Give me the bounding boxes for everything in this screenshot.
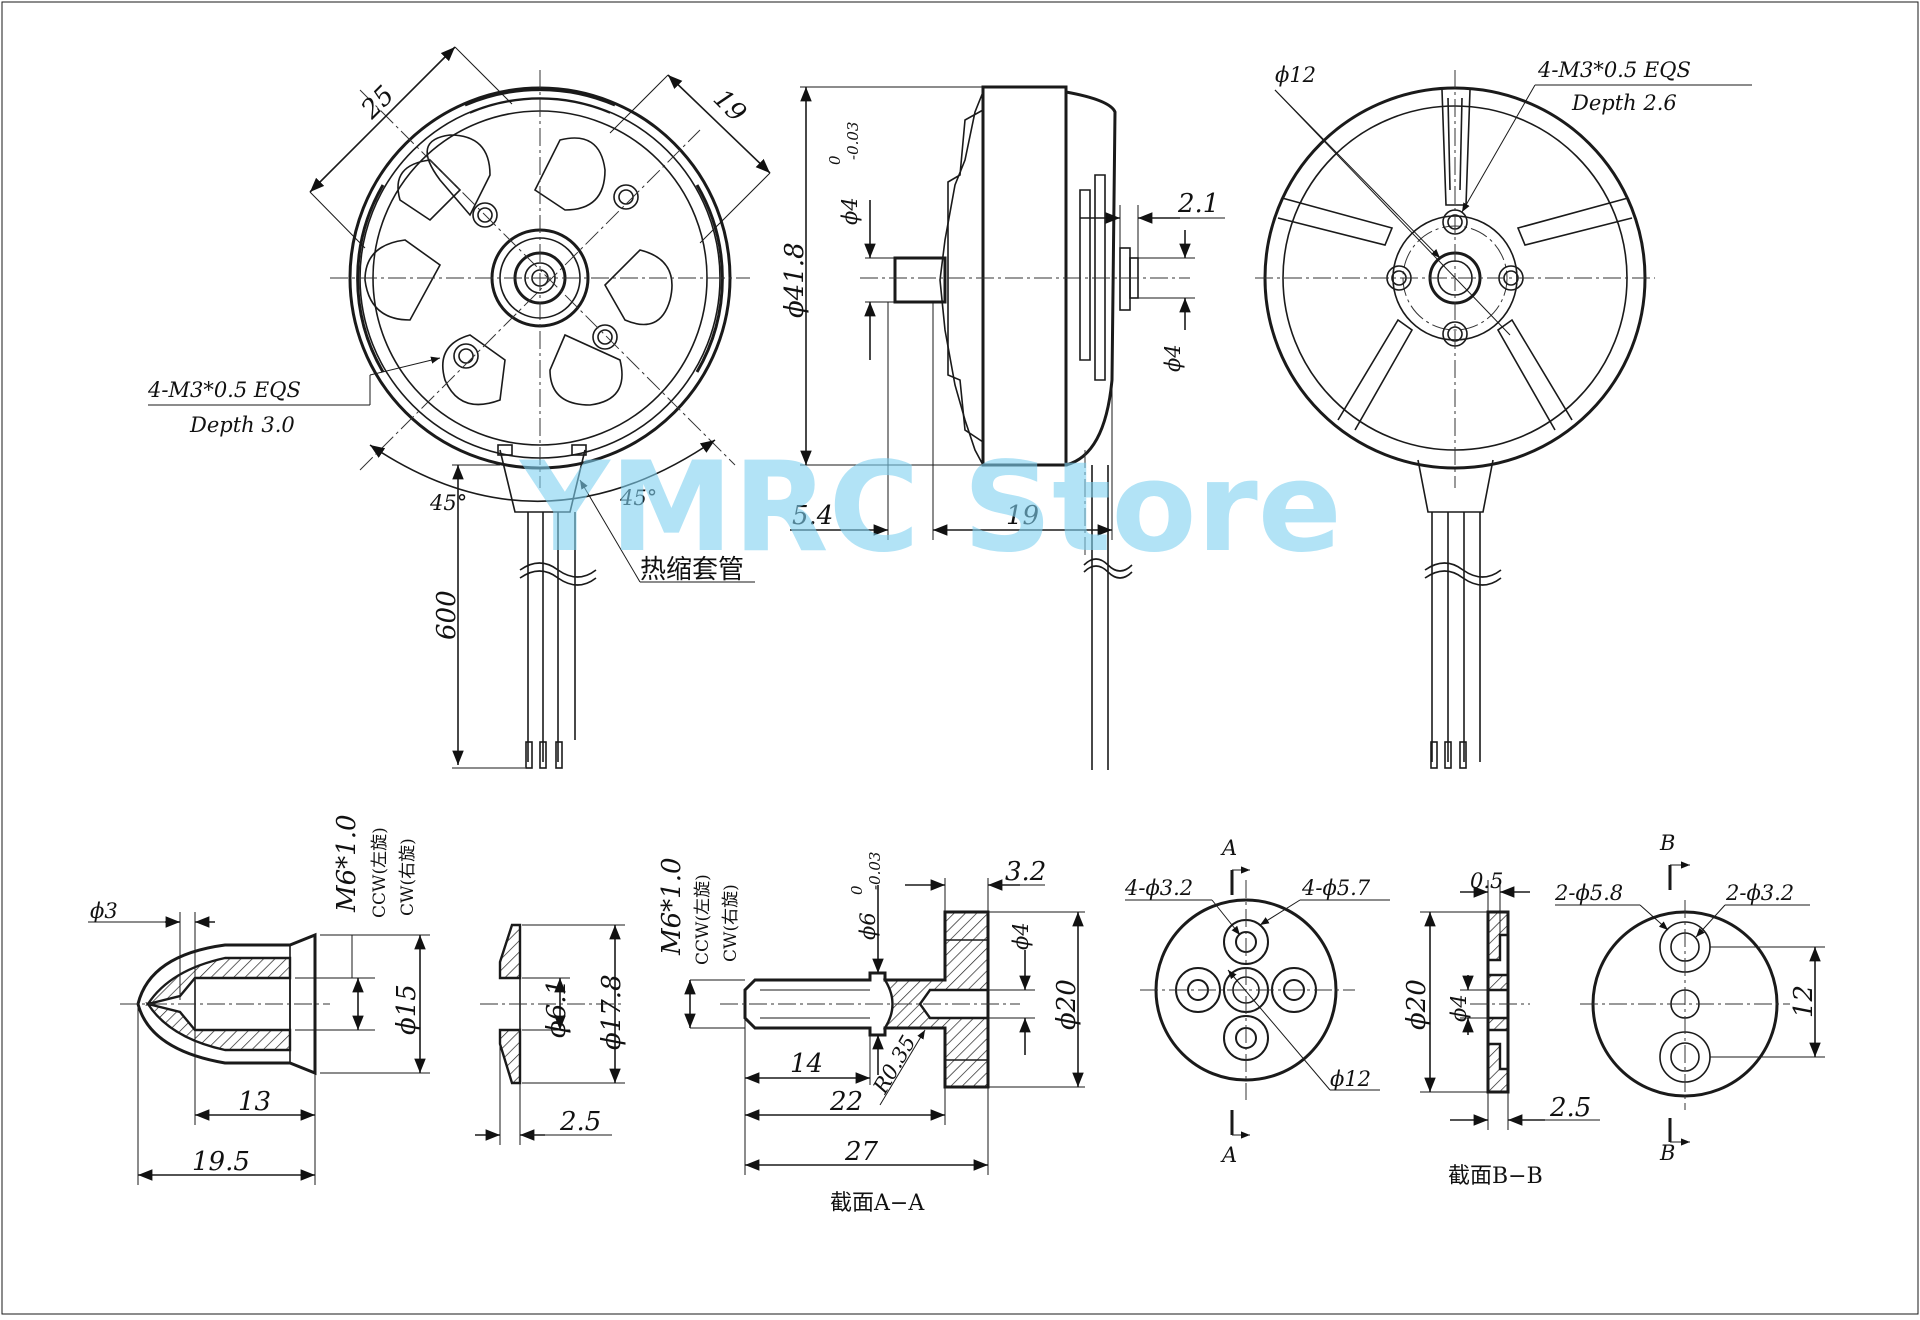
nut-ccw: CCW(左旋) bbox=[370, 827, 390, 918]
section-a-top: A bbox=[1220, 836, 1237, 860]
washer-dim-6-1: ϕ6.1 bbox=[542, 979, 572, 1038]
front-holes-depth: Depth 3.0 bbox=[189, 413, 295, 437]
front-holes-label: 4-M3*0.5 EQS bbox=[147, 378, 301, 402]
adapter-dim-27: 27 bbox=[844, 1137, 879, 1167]
plate-dim-20: ϕ20 bbox=[1402, 979, 1432, 1030]
watermark: YMRC Store bbox=[518, 436, 1342, 580]
nut-cw: CW(右旋) bbox=[398, 838, 418, 916]
adapter-ccw: CCW(左旋) bbox=[693, 874, 713, 965]
section-label-bb: 截面B−B bbox=[1448, 1164, 1543, 1189]
side-view: ϕ41.8 ϕ4 0 -0.03 2.1 ϕ4 5.4 19 bbox=[780, 85, 1225, 770]
adapter-dim-20: ϕ20 bbox=[1052, 979, 1082, 1030]
adapter-tol-lower: -0.03 bbox=[866, 852, 884, 890]
adapter-dim-14: 14 bbox=[790, 1049, 823, 1079]
dim-5-4: 5.4 bbox=[792, 501, 833, 531]
nut-dim-13: 13 bbox=[238, 1087, 271, 1117]
prop-adapter: M6*1.0 CCW(左旋) CW(右旋) ϕ6 0 -0.03 3.2 ϕ4 … bbox=[657, 852, 1085, 1216]
nut-dim-3: ϕ3 bbox=[90, 899, 118, 923]
rear-holes-label: 4-M3*0.5 EQS bbox=[1537, 58, 1691, 82]
dim-19-front: 19 bbox=[707, 84, 752, 129]
washer: ϕ6.1 ϕ17.8 2.5 bbox=[475, 923, 627, 1145]
angle-left: 45° bbox=[429, 491, 467, 515]
washer-dim-2-5: 2.5 bbox=[559, 1107, 601, 1137]
dim-phi4-right: ϕ4 bbox=[1161, 344, 1185, 372]
adapter-dim-6: ϕ6 bbox=[856, 912, 880, 940]
section-a-bottom: A bbox=[1220, 1143, 1237, 1167]
dim-2-1: 2.1 bbox=[1177, 189, 1219, 219]
adapter-cw: CW(右旋) bbox=[721, 884, 741, 962]
adapter-thread: M6*1.0 bbox=[657, 857, 687, 956]
angle-right: 45° bbox=[619, 486, 657, 510]
section-b-bottom: B bbox=[1659, 1141, 1675, 1165]
dim-19-side: 19 bbox=[1006, 501, 1039, 531]
adapter-dim-3-2: 3.2 bbox=[1005, 857, 1046, 887]
plate-dim-12: 12 bbox=[1789, 985, 1819, 1018]
dim-25: 25 bbox=[355, 80, 400, 125]
nut-thread: M6*1.0 bbox=[332, 814, 362, 913]
plate-holes-small: 2-ϕ3.2 bbox=[1725, 881, 1794, 905]
washer-dim-17-8: ϕ17.8 bbox=[597, 974, 627, 1050]
section-b-top: B bbox=[1659, 831, 1675, 855]
shaft-tol-upper: 0 bbox=[826, 155, 844, 165]
plate-dim-0-5: 0.5 bbox=[1470, 869, 1503, 893]
dim-600: 600 bbox=[432, 590, 462, 640]
rear-view: ϕ12 4-M3*0.5 EQS Depth 2.6 bbox=[1255, 58, 1752, 769]
plate-dim-2-5: 2.5 bbox=[1549, 1093, 1591, 1123]
nut-dim-15: ϕ15 bbox=[392, 984, 422, 1035]
adapter-holes-small: 4-ϕ3.2 bbox=[1124, 876, 1193, 900]
adapter-dim-4: ϕ4 bbox=[1009, 922, 1033, 950]
adapter-dim-22: 22 bbox=[829, 1087, 863, 1117]
plate-side: 0.5 ϕ20 ϕ4 2.5 截面B−B bbox=[1402, 869, 1600, 1189]
section-label-aa: 截面A−A bbox=[830, 1191, 925, 1216]
plate-dim-4: ϕ4 bbox=[1447, 994, 1471, 1022]
shaft-tol-lower: -0.03 bbox=[844, 122, 862, 160]
front-view: 25 19 4-M3*0.5 EQS Depth 3.0 45° 45° 热缩套… bbox=[147, 46, 771, 769]
plate-face: B B 2-ϕ5.8 2-ϕ3.2 12 bbox=[1554, 831, 1825, 1165]
sleeve-label: 热缩套管 bbox=[640, 555, 744, 585]
adapter-tol-upper: 0 bbox=[848, 885, 866, 895]
nut-dim-19-5: 19.5 bbox=[192, 1147, 250, 1177]
adapter-face: A A 4-ϕ3.2 4-ϕ5.7 ϕ12 bbox=[1124, 836, 1390, 1167]
dim-shaft-phi4: ϕ4 bbox=[838, 197, 862, 225]
adapter-dim-r: R0.35 bbox=[868, 1031, 921, 1098]
rear-dia-12: ϕ12 bbox=[1275, 63, 1316, 87]
prop-nut: M6*1.0 CCW(左旋) CW(右旋) ϕ3 ϕ15 13 19.5 bbox=[88, 814, 430, 1185]
dim-phi41-8: ϕ41.8 bbox=[780, 242, 810, 318]
plate-holes-large: 2-ϕ5.8 bbox=[1554, 881, 1623, 905]
rear-holes-depth: Depth 2.6 bbox=[1571, 91, 1677, 115]
adapter-dia-12: ϕ12 bbox=[1330, 1067, 1371, 1091]
adapter-holes-large: 4-ϕ5.7 bbox=[1301, 876, 1371, 900]
